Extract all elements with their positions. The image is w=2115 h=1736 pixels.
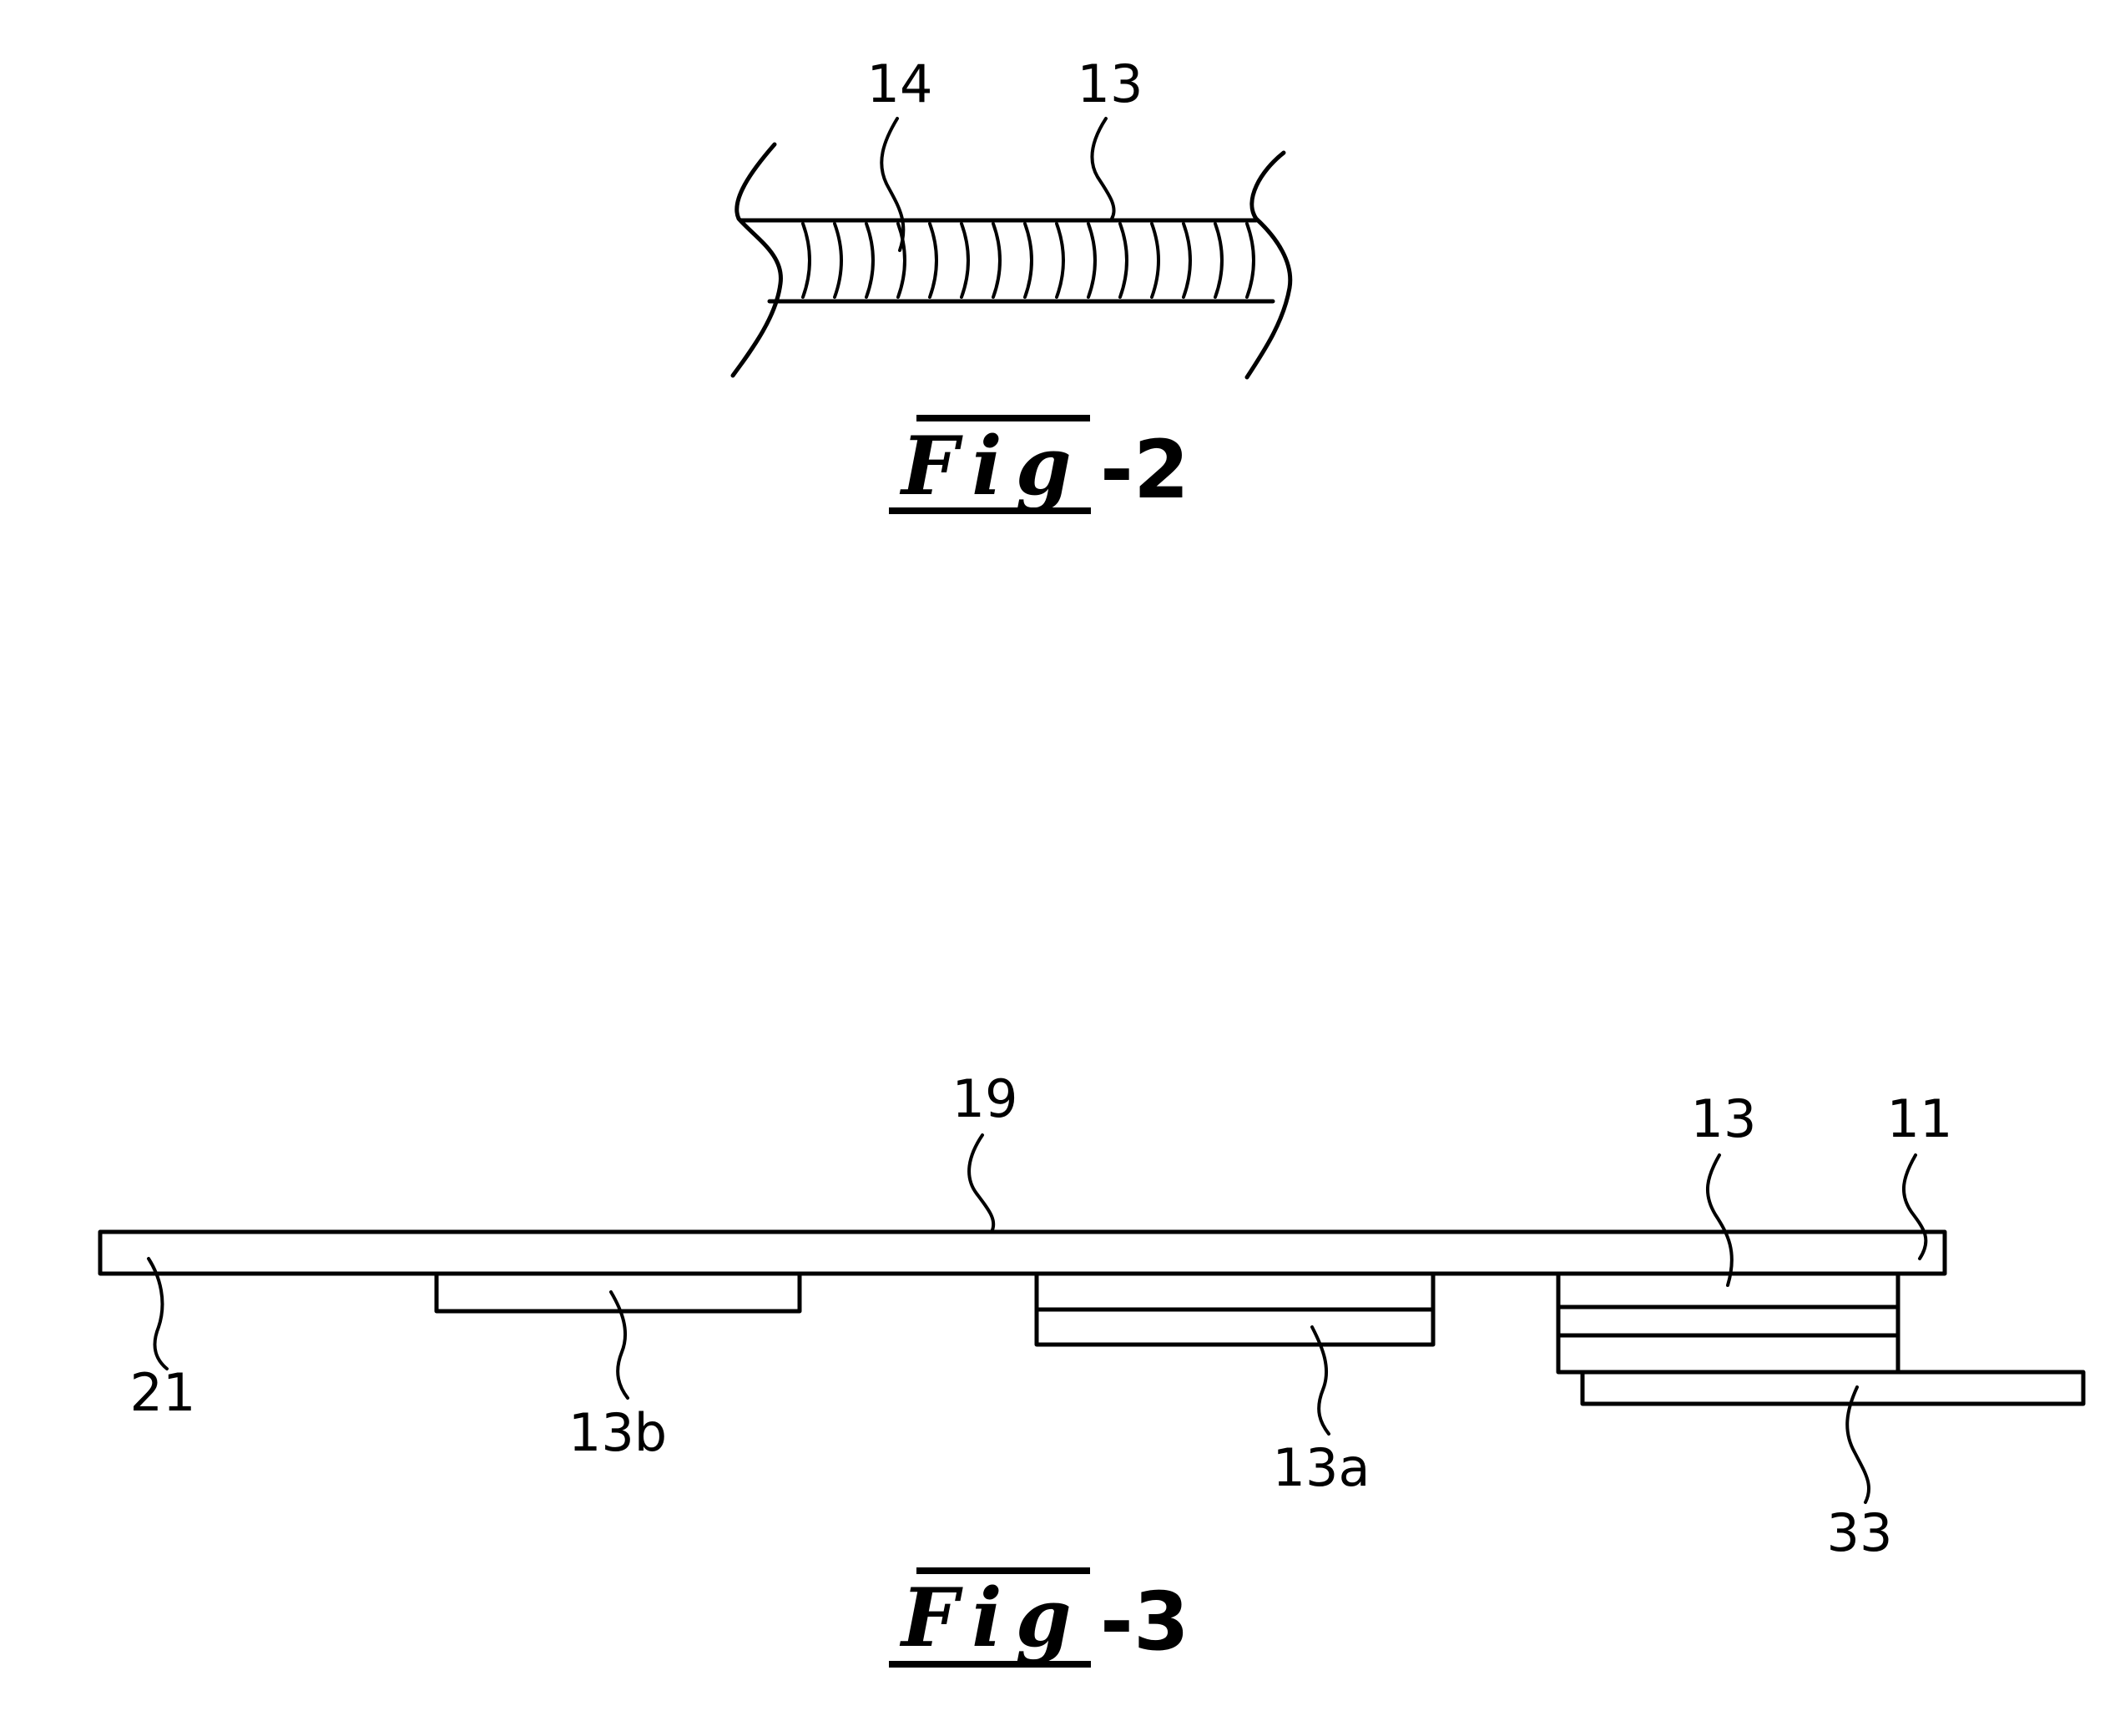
- fig2-caption-word: Fig: [899, 419, 1085, 513]
- fig2-caption-number: 2: [1133, 423, 1189, 517]
- fig3-label-13: 13: [1691, 1088, 1757, 1149]
- fig3-label-33: 33: [1827, 1502, 1893, 1563]
- fig3-caption: Fig - 3: [889, 1567, 1189, 1668]
- fig2-leader-13: [1092, 119, 1113, 219]
- fig3-caption-number: 3: [1133, 1575, 1189, 1668]
- fig3-substrate: [100, 1232, 1945, 1274]
- fig3-label-19: 19: [952, 1068, 1018, 1129]
- fig3-leader-11: [1904, 1155, 1926, 1259]
- fig3-label-21: 21: [130, 1362, 196, 1423]
- figure-3: 19 13 11 21 13b 13a 33 Fig - 3: [100, 1068, 2083, 1668]
- fig3-label-11: 11: [1887, 1088, 1953, 1149]
- fig3-element-33: [1582, 1372, 2083, 1404]
- figure-2: 14 13 Fig - 2: [733, 53, 1290, 517]
- fig3-label-13b: 13b: [568, 1402, 667, 1463]
- fig3-caption-word: Fig: [899, 1571, 1085, 1665]
- fig3-leader-19: [969, 1135, 993, 1232]
- fig2-ribs: [803, 224, 1254, 297]
- fig3-caption-sep: -: [1100, 1575, 1133, 1668]
- fig3-leader-13b: [611, 1292, 628, 1398]
- fig2-label-13: 13: [1078, 53, 1143, 114]
- fig3-stack-13: [1558, 1274, 1898, 1372]
- fig3-label-13a: 13a: [1273, 1437, 1370, 1498]
- fig2-caption: Fig - 2: [889, 415, 1189, 517]
- fig3-leader-13: [1708, 1155, 1732, 1285]
- fig2-label-14: 14: [867, 53, 933, 114]
- fig2-strip: [733, 144, 1290, 377]
- fig2-caption-sep: -: [1100, 423, 1133, 517]
